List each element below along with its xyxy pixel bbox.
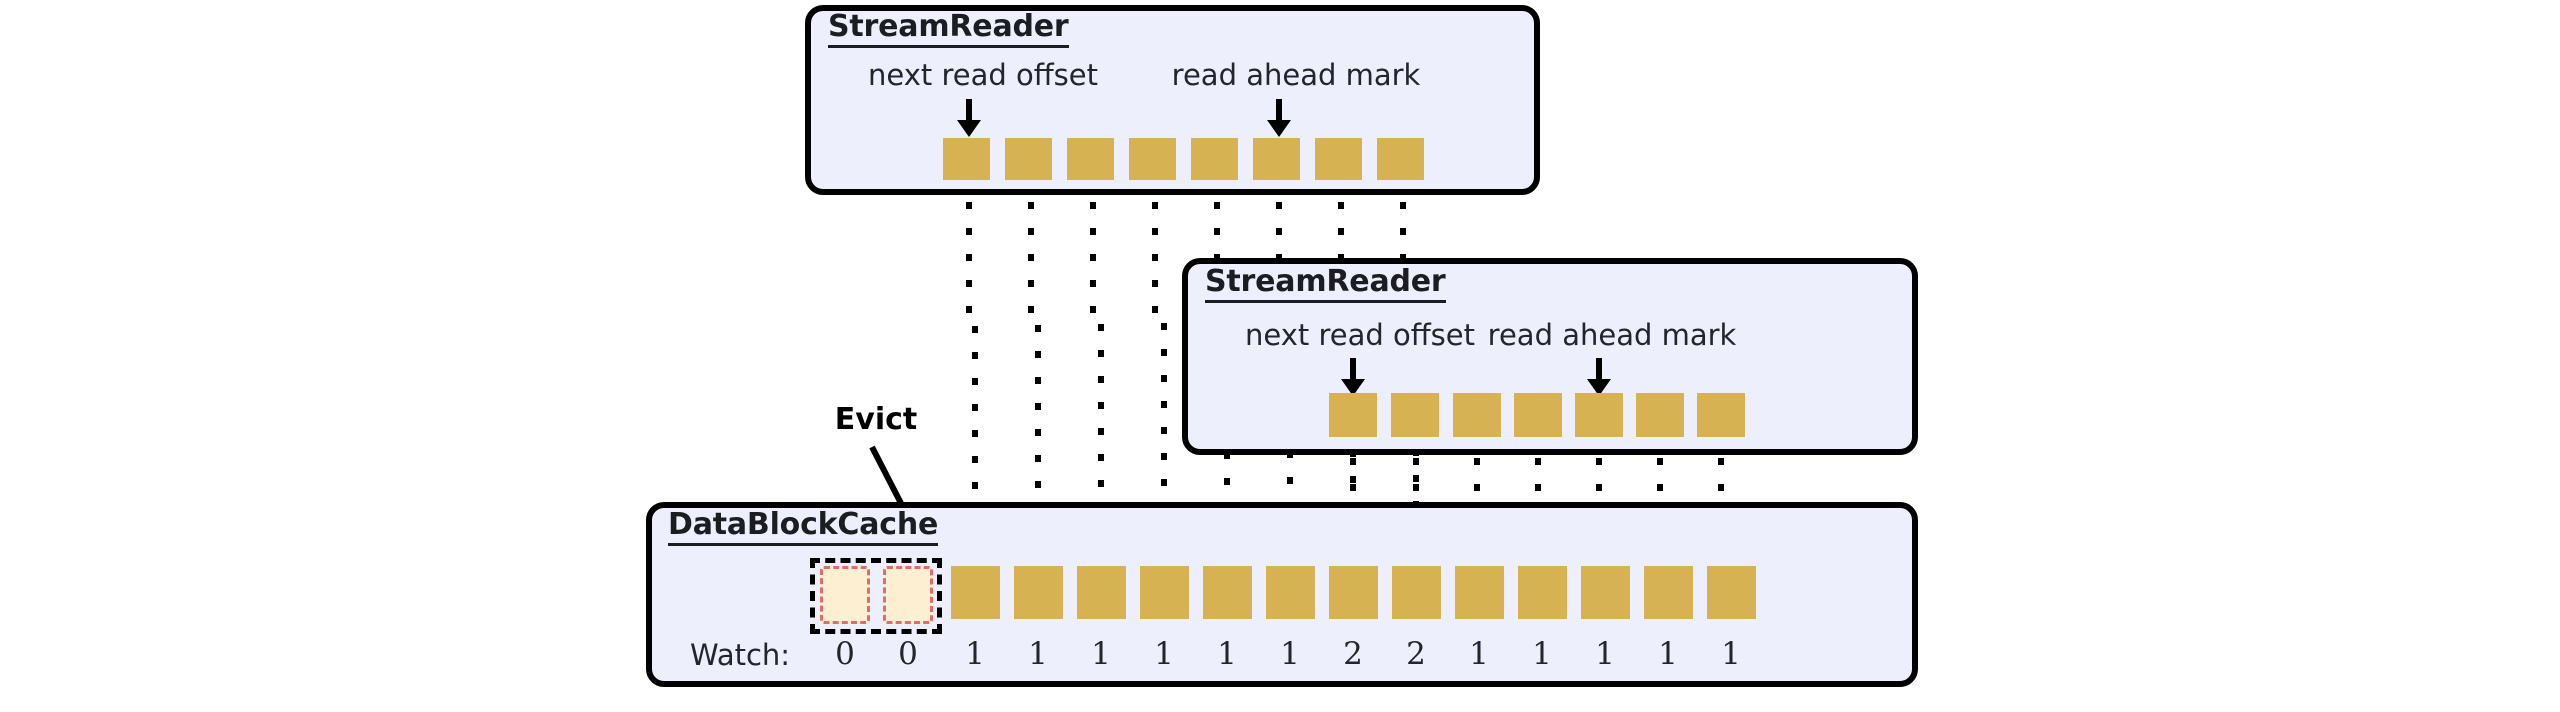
reader-bottom-block[interactable] — [1697, 393, 1745, 437]
reader-bottom-block[interactable] — [1329, 393, 1377, 437]
watch-count: 1 — [1595, 636, 1615, 672]
watch-count: 1 — [1154, 636, 1174, 672]
cache-block[interactable] — [1581, 566, 1630, 619]
marker-arrow-read-ahead-mark-top — [1262, 98, 1296, 142]
reader-top-block[interactable] — [1005, 138, 1052, 180]
cache-block[interactable] — [1518, 566, 1567, 619]
watch-count: 0 — [835, 636, 855, 672]
reader-bottom-block[interactable] — [1514, 393, 1562, 437]
watch-count: 0 — [898, 636, 918, 672]
cache-block[interactable] — [951, 566, 1000, 619]
reader-top-block[interactable] — [1129, 138, 1176, 180]
marker-arrow-next-read-offset-bottom — [1336, 357, 1370, 401]
cache-block[interactable] — [1014, 566, 1063, 619]
reader-bottom-block[interactable] — [1391, 393, 1439, 437]
watch-count: 1 — [1028, 636, 1048, 672]
datablockcache-title: DataBlockCache — [668, 510, 938, 546]
watch-count: 1 — [965, 636, 985, 672]
marker-label-read-ahead-mark-bottom: read ahead mark — [1487, 318, 1737, 352]
reader-top-block[interactable] — [943, 138, 990, 180]
stream-reader-top-title: StreamReader — [828, 12, 1069, 48]
cache-block-evicted[interactable] — [820, 566, 870, 624]
reader-bottom-block[interactable] — [1453, 393, 1501, 437]
watch-count: 2 — [1406, 636, 1426, 672]
reader-top-block[interactable] — [1377, 138, 1424, 180]
watch-count: 1 — [1217, 636, 1237, 672]
reader-top-block[interactable] — [1191, 138, 1238, 180]
cache-block[interactable] — [1203, 566, 1252, 619]
marker-label-read-ahead-mark-top: read ahead mark — [1171, 58, 1421, 92]
cache-block[interactable] — [1455, 566, 1504, 619]
cache-block[interactable] — [1392, 566, 1441, 619]
cache-block[interactable] — [1140, 566, 1189, 619]
watch-count: 1 — [1091, 636, 1111, 672]
cache-block[interactable] — [1077, 566, 1126, 619]
watch-count: 1 — [1280, 636, 1300, 672]
marker-label-next-read-offset-bottom: next read offset — [1244, 318, 1476, 352]
evict-selection-group — [810, 558, 942, 634]
watch-row-label: Watch: — [690, 638, 791, 672]
marker-arrow-read-ahead-mark-bottom — [1582, 357, 1616, 401]
stream-reader-bottom-title: StreamReader — [1205, 267, 1446, 303]
reader-bottom-block[interactable] — [1636, 393, 1684, 437]
marker-label-next-read-offset-top: next read offset — [867, 58, 1099, 92]
watch-count: 1 — [1532, 636, 1552, 672]
evict-callout-label: Evict — [834, 402, 918, 437]
cache-block[interactable] — [1266, 566, 1315, 619]
watch-count: 1 — [1658, 636, 1678, 672]
watch-count: 1 — [1721, 636, 1741, 672]
marker-arrow-next-read-offset-top — [952, 98, 986, 142]
watch-count: 2 — [1343, 636, 1363, 672]
reader-top-block[interactable] — [1253, 138, 1300, 180]
reader-top-block[interactable] — [1315, 138, 1362, 180]
cache-block[interactable] — [1329, 566, 1378, 619]
cache-block[interactable] — [1707, 566, 1756, 619]
cache-block[interactable] — [1644, 566, 1693, 619]
reader-bottom-block[interactable] — [1575, 393, 1623, 437]
cache-block-evicted[interactable] — [883, 566, 933, 624]
reader-top-block[interactable] — [1067, 138, 1114, 180]
watch-count: 1 — [1469, 636, 1489, 672]
